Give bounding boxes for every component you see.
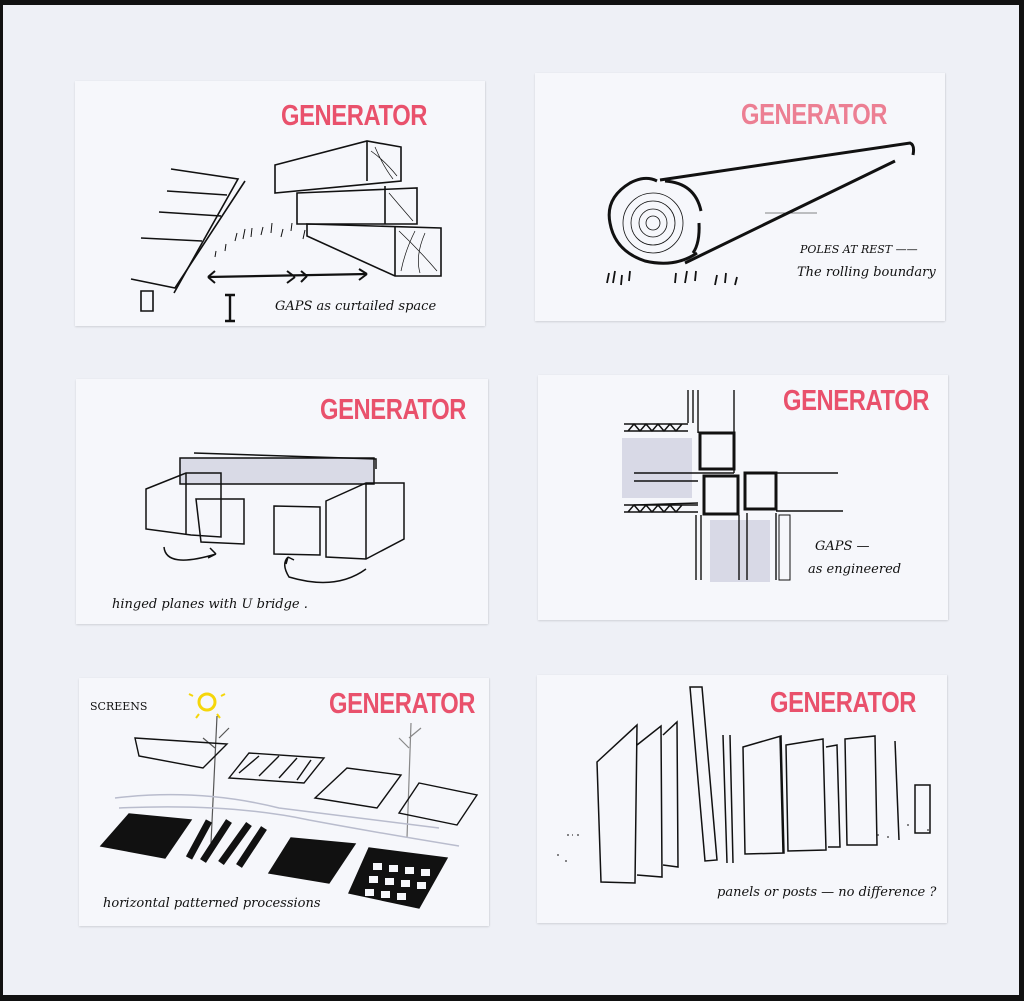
panels-posts-sketch-icon (557, 686, 931, 884)
card-caption: GAPS as curtailed space (275, 299, 437, 314)
generator-stamp: GENERATOR (329, 688, 476, 720)
card-caption: panels or posts — no difference ? (717, 885, 937, 900)
card-caption: hinged planes with U bridge . (112, 597, 308, 612)
card-caption-line1: GAPS — (815, 539, 870, 554)
sketch-card-poles-at-rest: GENERATOR POLES AT REST —— The rolling b… (535, 73, 945, 321)
sketch-card-gaps-engineered: GENERATOR GAPS — as engineered (538, 375, 948, 620)
sketch-card-hinged-planes: GENERATOR hinged planes with U bridge . (76, 379, 488, 624)
beams-sketch-icon (130, 140, 442, 323)
sketch-card-screens: SCREENS GENERATOR horizontal patterned p… (79, 678, 489, 926)
card-caption-line1: POLES AT REST —— (800, 243, 918, 256)
generator-stamp: GENERATOR (741, 99, 888, 131)
sketch-card-gaps-curtailed: GENERATOR GAPS as curtailed space (75, 81, 485, 326)
screens-sketch-icon (99, 692, 479, 909)
card-caption-line2: The rolling boundary (797, 265, 936, 280)
generator-stamp: GENERATOR (770, 687, 917, 719)
card-caption: horizontal patterned processions (103, 896, 321, 911)
section-detail-sketch-icon (622, 390, 843, 582)
presentation-board: GENERATOR GAPS as curtailed space GENERA… (3, 5, 1019, 995)
card-caption-line2: as engineered (808, 562, 902, 577)
generator-stamp: GENERATOR (320, 394, 467, 426)
screens-label: SCREENS (90, 700, 148, 713)
generator-stamp: GENERATOR (783, 385, 930, 417)
log-sketch-icon (606, 141, 916, 286)
generator-stamp: GENERATOR (281, 100, 428, 132)
hinged-planes-sketch-icon (145, 452, 405, 584)
sketch-card-panels-posts: GENERATOR panels or posts — no differenc… (537, 675, 947, 923)
